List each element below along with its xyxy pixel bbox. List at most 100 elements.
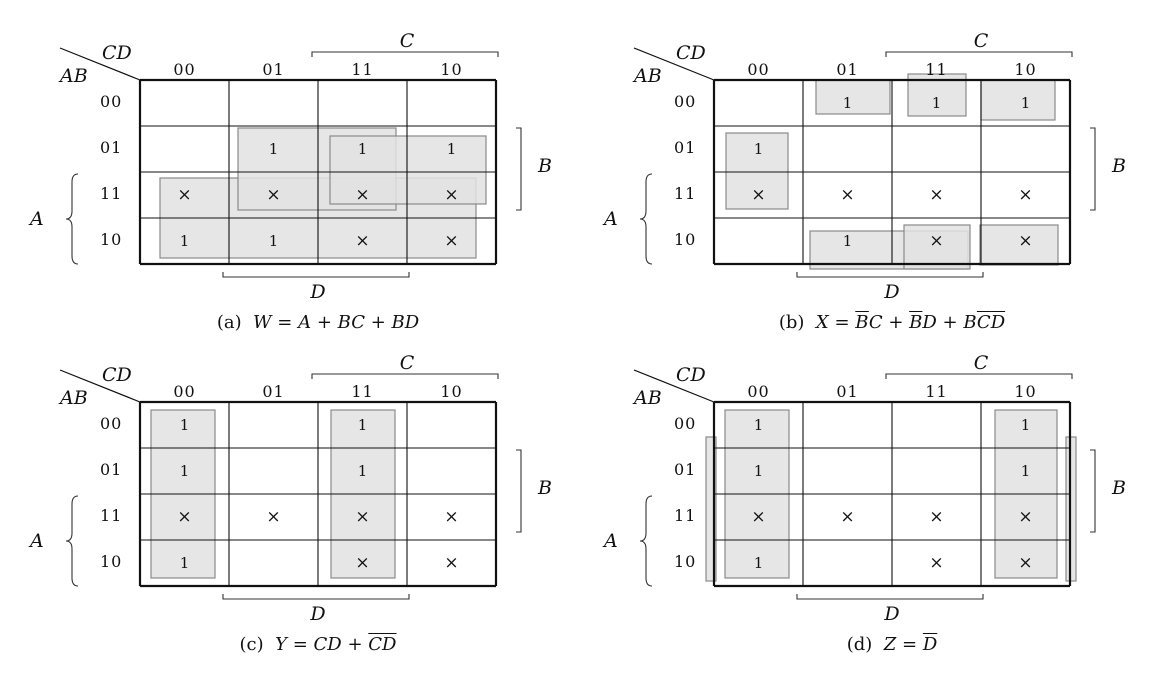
row-header: 11: [100, 184, 123, 203]
row-header: 11: [100, 506, 123, 525]
bracket-d: [796, 272, 984, 278]
kmap-cell: ×: [1018, 553, 1033, 573]
label-d: D: [310, 281, 326, 303]
kmap-cell: [140, 126, 229, 172]
label-c: C: [973, 352, 989, 374]
kmap-drawing: [633, 369, 1096, 600]
caption-prefix: (d): [846, 634, 873, 655]
col-var-label: CD: [676, 364, 706, 386]
col-header: 11: [925, 60, 948, 79]
label-c: C: [399, 30, 415, 52]
corner-diagonal: [633, 47, 715, 81]
kmap-cell: ×: [929, 231, 944, 251]
col-header: 10: [440, 382, 463, 401]
bracket-a: [639, 495, 653, 587]
caption-term: D: [922, 634, 938, 655]
kmap-cell: ×: [355, 553, 370, 573]
kmap-cell: [803, 448, 892, 494]
label-c: C: [973, 30, 989, 52]
kmap-cell: [229, 540, 318, 586]
kmap-cell: ×: [1018, 507, 1033, 527]
caption-term: =: [896, 634, 923, 655]
kmap-cell: ×: [1018, 231, 1033, 251]
caption-term: C: [368, 634, 383, 655]
caption-term: +: [882, 312, 910, 333]
kmap-cell: ×: [266, 507, 281, 527]
col-header: 01: [836, 60, 859, 79]
kmap-cell: [803, 540, 892, 586]
kmap-cell: 1: [753, 140, 764, 158]
grouping-loop: [980, 79, 1056, 121]
caption-term: B: [963, 312, 977, 333]
caption-term: D: [382, 634, 397, 655]
bracket-a: [639, 173, 653, 265]
kmap-cell: ×: [355, 231, 370, 251]
label-d: D: [884, 603, 900, 625]
kmap-cell: 1: [268, 140, 279, 158]
kmap-grid: [138, 400, 498, 588]
kmap-cell: 1: [1020, 416, 1031, 434]
kmap-cell: 1: [842, 232, 853, 250]
col-header: 10: [1014, 382, 1037, 401]
caption-term: +: [364, 312, 392, 333]
row-header: 00: [100, 414, 123, 433]
kmap-cell: ×: [751, 507, 766, 527]
kmap-drawing: [59, 47, 522, 278]
label-b: B: [538, 477, 552, 499]
caption-term: +: [341, 634, 369, 655]
caption-term: =: [271, 312, 299, 333]
kmap-cell: 1: [1020, 94, 1031, 112]
kmap-cell: [714, 218, 803, 264]
caption-term: A: [298, 312, 312, 333]
kmap-cell: ×: [177, 185, 192, 205]
kmap-cell: [981, 126, 1070, 172]
kmap-cell: [229, 402, 318, 448]
caption-prefix: (c): [239, 634, 264, 655]
bracket-b: [1090, 127, 1096, 211]
caption-term: +: [311, 312, 338, 333]
kmap-cell: ×: [177, 507, 192, 527]
kmap-cell: 1: [446, 140, 457, 158]
kmap-cell: ×: [751, 185, 766, 205]
kmap-drawing: [633, 47, 1096, 278]
caption-term: BD: [391, 312, 420, 333]
caption-term: B: [909, 312, 923, 333]
kmap-cell: 1: [842, 94, 853, 112]
label-d: D: [310, 603, 326, 625]
kmap-caption: (c) Y = CD + CD: [240, 636, 397, 654]
kmap-grid: [712, 400, 1072, 588]
kmap-caption: (b) X = BC + BD + BCD: [779, 314, 1005, 332]
bracket-a: [65, 173, 79, 265]
caption-term: =: [828, 312, 856, 333]
kmap-cell: 1: [179, 554, 190, 572]
row-header: 01: [100, 460, 123, 479]
kmap-cell: 1: [179, 416, 190, 434]
label-a: A: [604, 208, 618, 230]
row-header: 11: [674, 184, 697, 203]
row-header: 01: [100, 138, 123, 157]
caption-term: =: [286, 634, 314, 655]
label-a: A: [30, 208, 44, 230]
grouping-loop: [725, 132, 789, 210]
bracket-c: [311, 373, 499, 379]
col-header: 11: [351, 382, 374, 401]
kmap-cell: ×: [929, 185, 944, 205]
kmap-grid: [138, 78, 498, 266]
row-header: 01: [674, 460, 697, 479]
row-header: 11: [674, 506, 697, 525]
kmap-cell: [892, 126, 981, 172]
col-header: 11: [925, 382, 948, 401]
caption-term: C: [976, 312, 991, 333]
kmap-cell: [407, 402, 496, 448]
kmap-cell: [318, 80, 407, 126]
col-header: 00: [173, 382, 196, 401]
col-header: 00: [747, 382, 770, 401]
kmap-grid: [712, 78, 1072, 266]
col-header: 01: [262, 60, 285, 79]
caption-term: B: [855, 312, 869, 333]
bracket-c: [885, 51, 1073, 57]
kmap-cell: [140, 80, 229, 126]
kmap-cell: ×: [929, 507, 944, 527]
caption-term: Y: [275, 634, 287, 655]
